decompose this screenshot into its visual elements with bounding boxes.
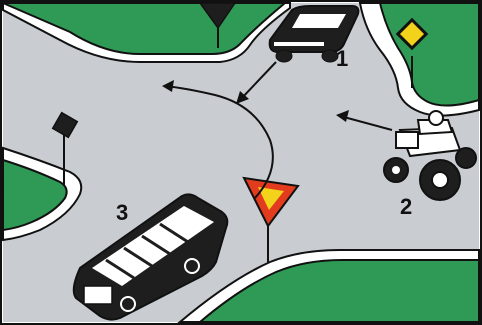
- vehicle-2-label: 2: [400, 194, 412, 219]
- vehicle-1-label: 1: [336, 46, 348, 71]
- vehicle-3-label: 3: [116, 200, 128, 225]
